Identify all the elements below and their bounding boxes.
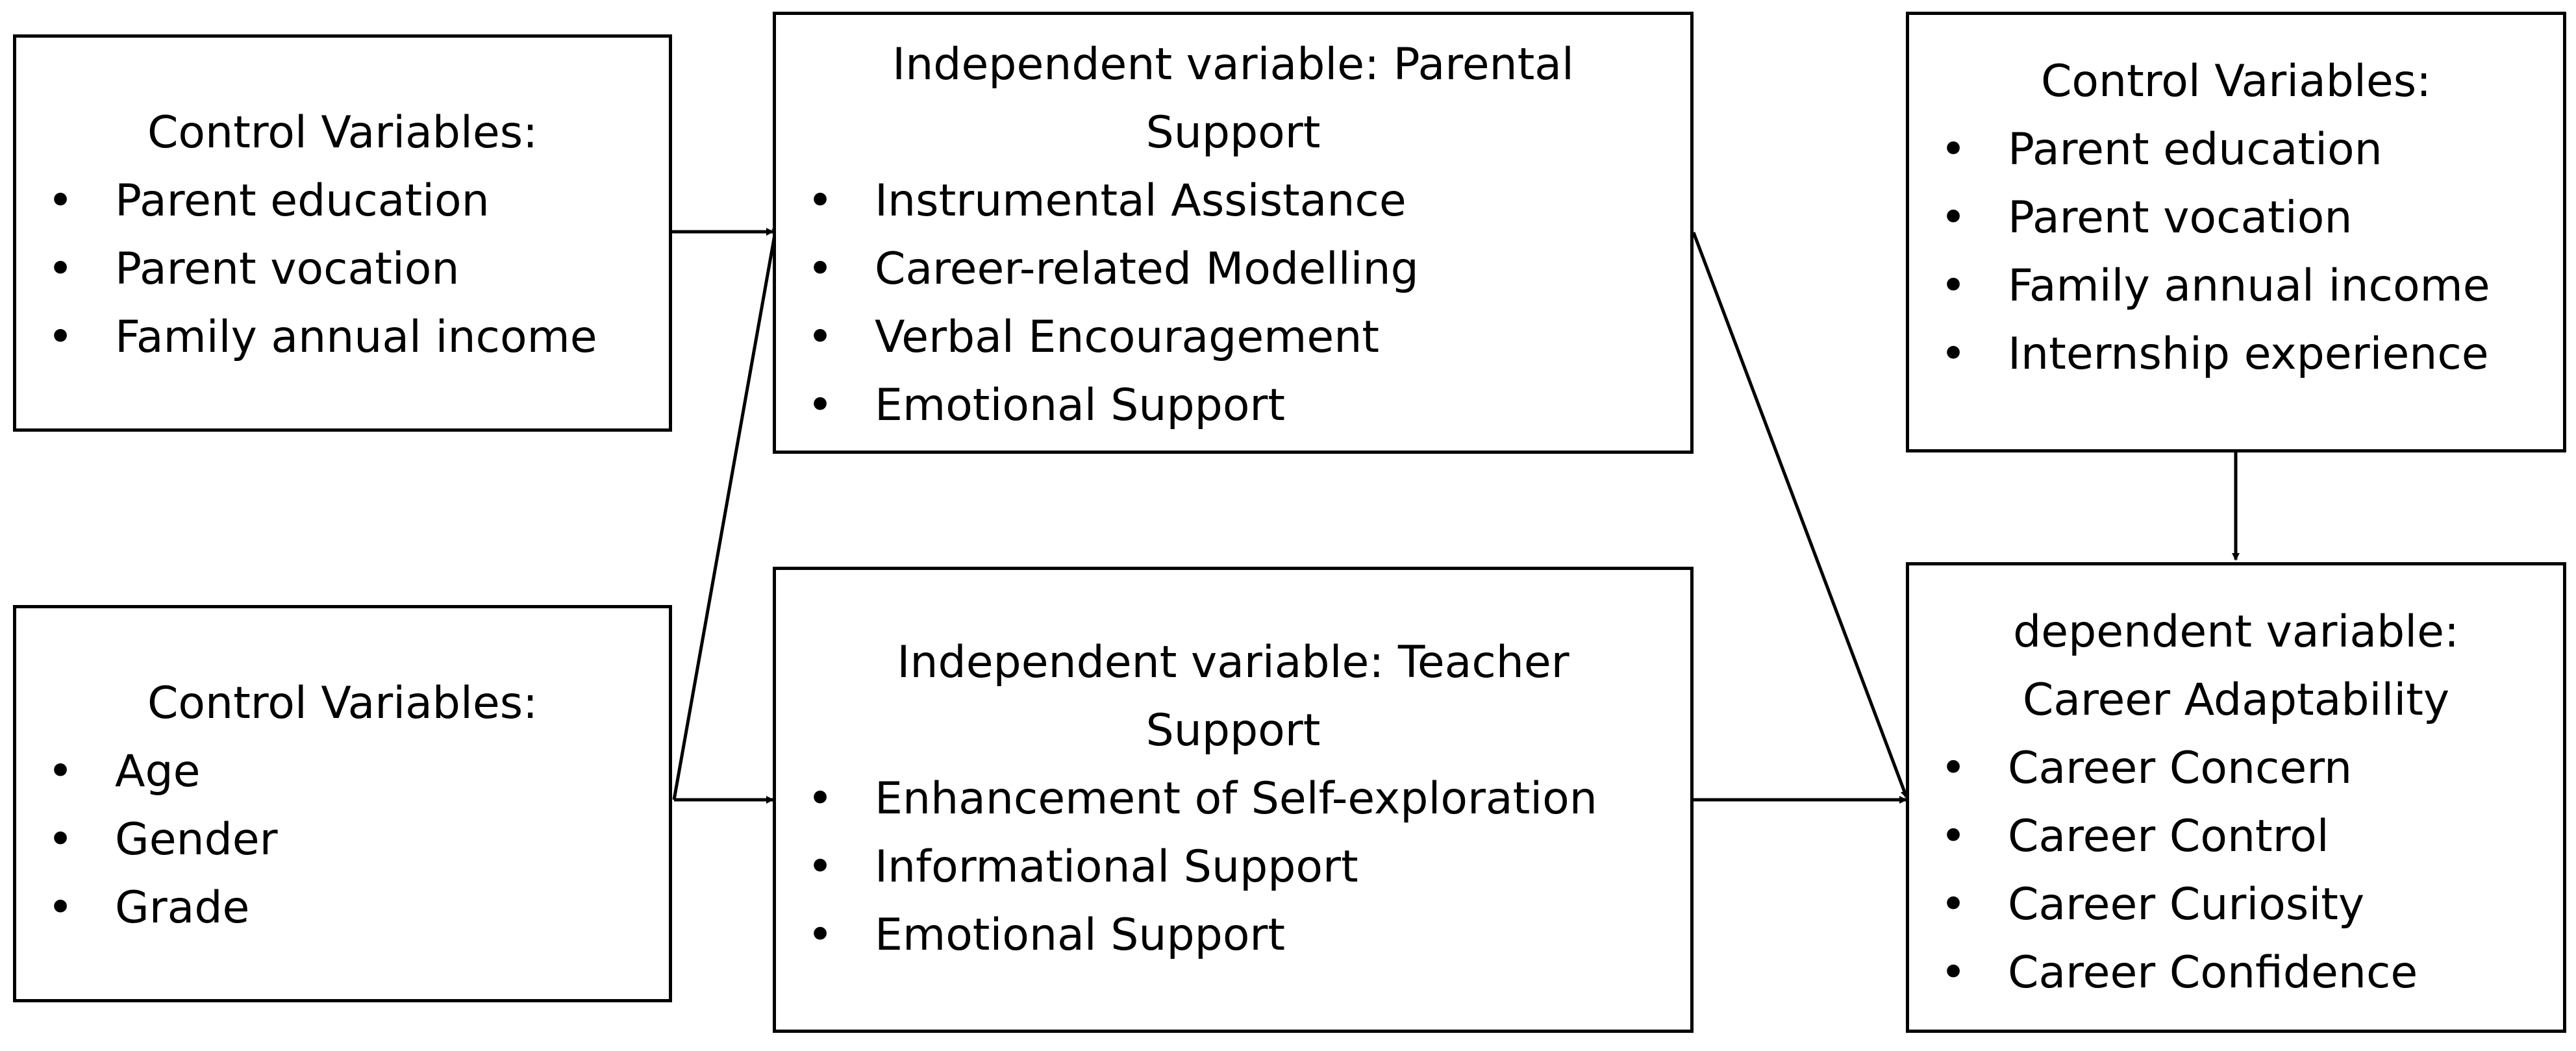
list-item: • Informational Support — [776, 833, 1690, 901]
bullet-icon: • — [807, 380, 834, 431]
list-item: • Career Control — [1909, 802, 2563, 871]
box-title: Control Variables: — [147, 678, 538, 729]
list-item-label: Career Control — [2008, 811, 2329, 862]
bullet-icon: • — [807, 312, 834, 363]
list-item-label: Emotional Support — [875, 909, 1286, 961]
list-item-label: Career Curiosity — [2008, 879, 2365, 930]
list-item-label: Age — [115, 746, 201, 797]
list-item-label: Enhancement of Self-exploration — [875, 773, 1597, 824]
list-item: • Age — [16, 737, 669, 806]
box-title: Control Variables: — [147, 107, 538, 158]
list-item-label: Family annual income — [2008, 260, 2490, 312]
control-variables-right-box: Control Variables: • Parent education • Pa… — [1906, 12, 2566, 452]
teacher-support-box: Independent variable: Teacher Support • E… — [773, 567, 1694, 1033]
list-item-label: Parent education — [115, 175, 490, 227]
arrow-control-demo-to-parental-support — [672, 223, 780, 800]
box-title: Independent variable: Parental Support — [892, 39, 1574, 158]
bullet-icon: • — [1940, 328, 1967, 380]
list-item-label: Family annual income — [115, 312, 597, 363]
list-item: • Instrumental Assistance — [776, 167, 1690, 235]
career-adaptability-box: dependent variable: Career Adaptability … — [1906, 562, 2566, 1033]
bullet-icon: • — [47, 882, 74, 934]
list-item-label: Parent vocation — [2008, 192, 2353, 243]
box-title: Independent variable: Teacher Support — [897, 637, 1569, 756]
list-item: • Career-related Modelling — [776, 235, 1690, 303]
bullet-icon: • — [807, 841, 834, 893]
bullet-icon: • — [47, 814, 74, 865]
variable-list: • Career Concern • Career Control • Career … — [1909, 734, 2563, 1007]
variable-list: • Enhancement of Self-exploration • Inform… — [776, 765, 1690, 969]
list-item: • Parent education — [1909, 116, 2563, 184]
list-item: • Parent vocation — [16, 235, 669, 303]
box-title: Control Variables: — [2040, 56, 2432, 107]
list-item-label: Informational Support — [875, 841, 1358, 893]
list-item: • Verbal Encouragement — [776, 303, 1690, 371]
parental-support-box: Independent variable: Parental Support •… — [773, 12, 1694, 454]
list-item-label: Career Concern — [2008, 743, 2353, 794]
list-item: • Parent education — [16, 167, 669, 235]
bullet-icon: • — [1940, 811, 1967, 862]
list-item-label: Gender — [115, 814, 278, 865]
list-item-label: Internship experience — [2008, 328, 2489, 380]
bullet-icon: • — [1940, 260, 1967, 312]
control-variables-demographic-box: Control Variables: • Age • Gender • Grade — [13, 605, 672, 1002]
list-item-label: Verbal Encouragement — [875, 312, 1379, 363]
list-item-label: Instrumental Assistance — [875, 175, 1407, 227]
list-item: • Grade — [16, 874, 669, 942]
bullet-icon: • — [807, 175, 834, 227]
list-item: • Enhancement of Self-exploration — [776, 765, 1690, 833]
list-item: • Parent vocation — [1909, 184, 2563, 252]
bullet-icon: • — [1940, 743, 1967, 794]
arrow-parental-support-to-career-adaptability — [1692, 232, 1908, 798]
list-item-label: Parent education — [2008, 124, 2382, 175]
list-item: • Gender — [16, 806, 669, 874]
list-item-label: Career Confidence — [2008, 947, 2418, 998]
list-item-label: Grade — [115, 882, 250, 934]
variable-list: • Parent education • Parent vocation • Fami… — [16, 167, 669, 371]
variable-list: • Parent education • Parent vocation • Fami… — [1909, 116, 2563, 388]
list-item: • Career Curiosity — [1909, 871, 2563, 939]
list-item: • Career Concern — [1909, 734, 2563, 802]
list-item-label: Emotional Support — [875, 380, 1286, 431]
list-item: • Internship experience — [1909, 320, 2563, 388]
bullet-icon: • — [1940, 879, 1967, 930]
bullet-icon: • — [807, 909, 834, 961]
box-title: dependent variable: Career Adaptability — [2013, 606, 2459, 726]
variable-list: • Instrumental Assistance • Career-related… — [776, 167, 1690, 439]
bullet-icon: • — [1940, 192, 1967, 243]
variable-list: • Age • Gender • Grade — [16, 737, 669, 942]
bullet-icon: • — [47, 746, 74, 797]
control-variables-family-box: Control Variables: • Parent education • Pa… — [13, 34, 672, 432]
bullet-icon: • — [1940, 124, 1967, 175]
bullet-icon: • — [47, 175, 74, 227]
bullet-icon: • — [47, 312, 74, 363]
list-item: • Family annual income — [16, 303, 669, 371]
list-item-label: Parent vocation — [115, 243, 460, 295]
list-item: • Emotional Support — [776, 371, 1690, 439]
list-item: • Career Confidence — [1909, 939, 2563, 1007]
list-item: • Family annual income — [1909, 252, 2563, 320]
bullet-icon: • — [807, 773, 834, 824]
bullet-icon: • — [1940, 947, 1967, 998]
list-item-label: Career-related Modelling — [875, 243, 1419, 295]
list-item: • Emotional Support — [776, 901, 1690, 969]
bullet-icon: • — [47, 243, 74, 295]
bullet-icon: • — [807, 243, 834, 295]
